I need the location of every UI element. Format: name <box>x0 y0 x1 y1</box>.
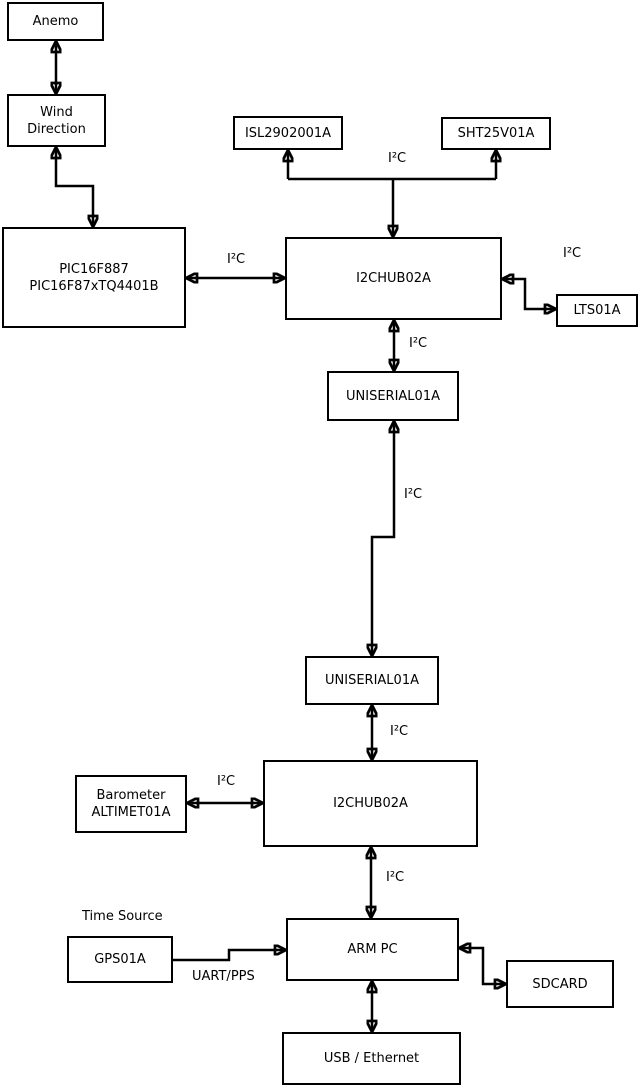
node-uniserial01a-upper: UNISERIAL01A <box>327 371 459 421</box>
node-wind-direction: Wind Direction <box>7 94 106 147</box>
node-uniserial01a-lower-label: UNISERIAL01A <box>325 673 419 688</box>
edge-hub1-lts <box>502 279 556 309</box>
node-isl2902001a: ISL2902001A <box>233 116 343 150</box>
edge-gps-armpc <box>173 950 286 962</box>
edge-label-i2c-top-bus: I²C <box>388 151 407 166</box>
node-sdcard: SDCARD <box>506 960 614 1008</box>
node-arm-pc-label: ARM PC <box>347 942 398 957</box>
edge-armpc-sdcard <box>459 948 506 984</box>
node-i2chub02a-upper-label: I2CHUB02A <box>356 271 431 286</box>
node-arm-pc: ARM PC <box>286 918 459 981</box>
node-isl2902001a-label: ISL2902001A <box>244 125 332 141</box>
node-lts01a-label: LTS01A <box>573 303 621 318</box>
node-barometer-altimet01a-label: Barometer ALTIMET01A <box>91 788 171 820</box>
node-i2chub02a-upper: I2CHUB02A <box>285 237 502 320</box>
node-uniserial01a-upper-label: UNISERIAL01A <box>346 388 440 404</box>
node-uniserial01a-lower: UNISERIAL01A <box>305 656 439 705</box>
edge-label-uart-pps: UART/PPS <box>192 969 255 984</box>
edge-label-i2c-hub1-lts: I²C <box>563 246 582 261</box>
edge-label-i2c-uniserial2-hub2: I²C <box>390 724 409 739</box>
node-usb-ethernet-label: USB / Ethernet <box>323 1051 420 1066</box>
node-i2chub02a-lower-label: I2CHUB02A <box>333 796 408 811</box>
node-pic16f887: PIC16F887 PIC16F87xTQ4401B <box>2 227 186 328</box>
node-wind-direction-label: Wind Direction <box>27 104 86 137</box>
edge-label-i2c-hub2-armpc: I²C <box>386 870 405 885</box>
edge-label-i2c-barometer-hub2: I²C <box>217 774 236 789</box>
edge-label-i2c-hub1-uniserial1: I²C <box>409 336 428 351</box>
node-gps01a-label: GPS01A <box>94 952 146 967</box>
edge-label-i2c-pic-hub1: I²C <box>227 252 246 267</box>
node-pic16f887-label: PIC16F887 PIC16F87xTQ4401B <box>29 261 159 294</box>
edge-uniserial1-uniserial2 <box>372 421 394 656</box>
node-usb-ethernet: USB / Ethernet <box>282 1032 461 1085</box>
node-anemo-label: Anemo <box>32 14 79 29</box>
node-gps01a: GPS01A <box>67 936 173 983</box>
edge-winddirection-pic <box>56 147 93 227</box>
node-i2chub02a-lower: I2CHUB02A <box>263 760 478 847</box>
node-anemo: Anemo <box>7 2 104 41</box>
node-sdcard-label: SDCARD <box>532 976 588 992</box>
edge-label-i2c-uniserial-link: I²C <box>404 487 423 502</box>
node-lts01a: LTS01A <box>556 294 638 327</box>
edge-label-time-source: Time Source <box>82 909 163 924</box>
node-sht25v01a: SHT25V01A <box>441 117 551 150</box>
node-sht25v01a-label: SHT25V01A <box>457 126 535 141</box>
node-barometer-altimet01a: Barometer ALTIMET01A <box>75 775 187 833</box>
